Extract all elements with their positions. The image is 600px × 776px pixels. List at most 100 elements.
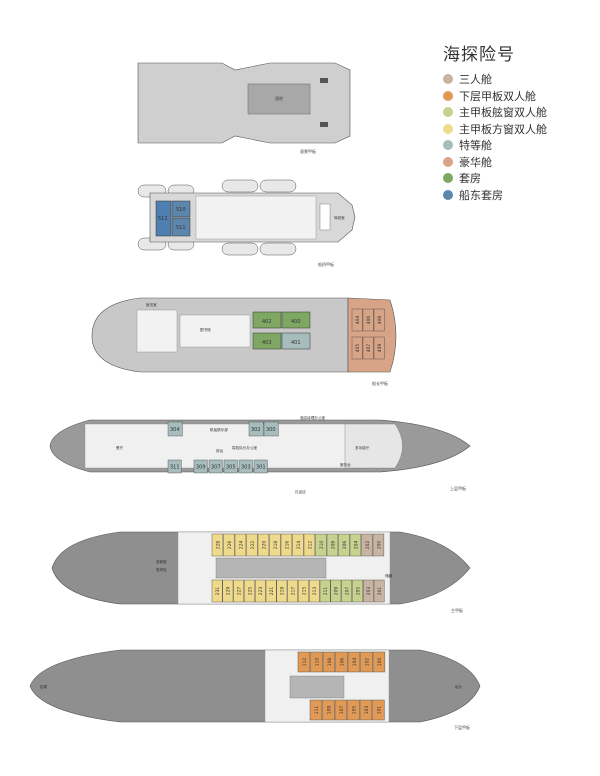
cabin-label: 106	[339, 658, 345, 667]
cabin-311	[167, 459, 182, 474]
cabin-107	[334, 699, 348, 721]
legend-label: 三人舱	[459, 73, 492, 87]
cabin-label: 211	[323, 587, 329, 596]
cabin-label: 203	[366, 587, 372, 596]
cabin-100	[372, 651, 386, 673]
cabin-209	[330, 579, 342, 603]
legend-swatch	[443, 156, 453, 167]
lecture-label: 多功能厅	[355, 445, 370, 450]
bar-label: 酒吧	[275, 95, 283, 101]
suite-401-label: 401	[291, 340, 301, 346]
cabin-label: 225	[247, 587, 253, 596]
cabin-212	[303, 533, 316, 557]
cabin-111	[309, 699, 323, 721]
legend-label: 主甲板舷窗双人舱	[459, 106, 547, 120]
cabin-408	[373, 308, 385, 332]
suite-403-label: 403	[262, 340, 272, 346]
cabin-label: 303	[241, 465, 251, 471]
bridge-deck: 512 510 511 驾驶室 船桥甲板	[137, 179, 356, 267]
cabin-label: 223	[258, 587, 264, 596]
stern-label: 船尾	[40, 684, 48, 689]
bow-label: 船头	[455, 684, 463, 689]
cabin-label: 218	[273, 541, 279, 550]
cabin-label: 215	[301, 587, 307, 596]
legend-item: 特等舱	[443, 137, 593, 154]
cabin-224	[234, 533, 247, 557]
cabin-label: 212	[307, 541, 313, 550]
cabin-label: 226	[227, 541, 233, 550]
legend-label: 船东套房	[459, 188, 503, 202]
cabin-511	[171, 217, 191, 237]
cabin-label: 204	[353, 541, 359, 550]
stairs-icon	[320, 78, 328, 83]
deck-name-upper: 上层甲板	[450, 485, 466, 491]
legend-label: 豪华舱	[459, 155, 492, 169]
legend-label: 主甲板方窗双人舱	[459, 122, 547, 136]
cabin-label: 110	[314, 658, 320, 667]
cabin-label: 111	[314, 706, 320, 715]
cabin-label: 201	[377, 587, 383, 596]
cabin-label: 104	[352, 658, 358, 667]
cabin-label: 407	[366, 344, 372, 353]
legend-swatch	[443, 107, 453, 118]
cabin-label: 304	[170, 427, 180, 433]
cabin-label: 105	[351, 706, 357, 715]
cabin-label: 210	[319, 541, 325, 550]
cabin-307	[208, 459, 223, 474]
cabin-206	[338, 533, 350, 557]
cabin-label: 231	[215, 587, 221, 596]
observation-deck: 酒吧 观景甲板	[137, 62, 351, 154]
cabin-303	[238, 459, 253, 474]
cabin-105	[347, 699, 360, 721]
suite-403	[252, 332, 282, 350]
cabin-112	[297, 651, 311, 673]
cabin-label: 202	[365, 541, 371, 550]
cabin-228	[211, 533, 224, 557]
cabin-label: 217	[291, 587, 297, 596]
legend-swatch	[443, 90, 453, 101]
cabin-200	[372, 533, 385, 557]
cabin-407	[362, 336, 374, 360]
cabin-220	[257, 533, 270, 557]
cabin-102	[360, 651, 373, 673]
cabin-101	[372, 699, 385, 721]
cabin-label: 228	[215, 541, 221, 550]
cabin-label: 405	[355, 344, 361, 353]
cabin-202	[361, 533, 373, 557]
cabin-103	[359, 699, 373, 721]
bridge-label: 驾驶室	[334, 215, 345, 220]
club-label: 帆船俱乐部	[210, 427, 228, 432]
legend-list: 三人舱下层甲板双人舱主甲板舷窗双人舱主甲板方窗双人舱特等舱豪华舱套房船东套房	[443, 71, 593, 203]
cabin-309	[193, 459, 208, 474]
cabin-label: 224	[238, 541, 244, 550]
cabin-405	[351, 336, 363, 360]
cabin-404	[351, 308, 363, 332]
legend-swatch	[443, 140, 453, 151]
cabin-label: 205	[355, 587, 361, 596]
suite-401	[281, 332, 311, 350]
legend: 海探险号 三人舱下层甲板双人舱主甲板舷窗双人舱主甲板方窗双人舱特等舱豪华舱套房船…	[443, 40, 593, 203]
stairs-icon	[320, 122, 328, 127]
cabin-label: 112	[302, 658, 308, 667]
cabin-211	[319, 579, 331, 603]
cabin-229	[222, 579, 234, 603]
cabin-label: 200	[376, 541, 382, 550]
legend-swatch	[443, 173, 453, 184]
cabin-label: 107	[339, 706, 345, 715]
cabin-304	[167, 421, 183, 437]
shop-label: 礼品店	[295, 489, 306, 494]
cabin-label: 220	[261, 541, 267, 550]
legend-item: 主甲板舷窗双人舱	[443, 104, 593, 121]
cabin-label: 216	[284, 541, 290, 550]
legend-item: 主甲板方窗双人舱	[443, 121, 593, 138]
legend-label: 特等舱	[459, 139, 492, 153]
hotel-office-label: 酒店经理办公室	[300, 415, 326, 420]
